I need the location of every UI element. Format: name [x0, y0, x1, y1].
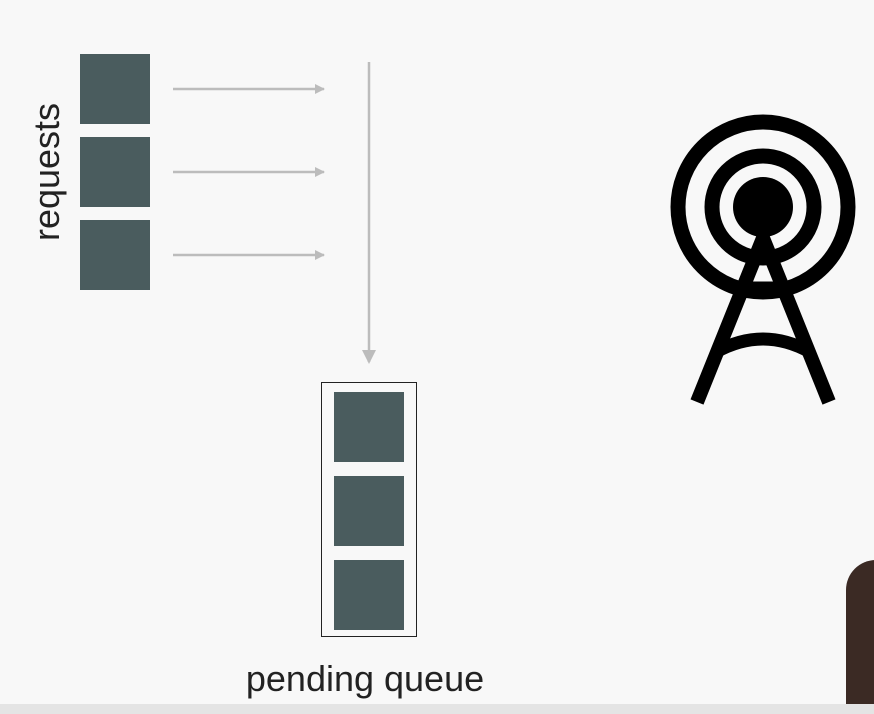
queue-block-1 — [334, 392, 404, 462]
pending-queue-label: pending queue — [245, 658, 485, 699]
presenter-edge — [846, 560, 874, 714]
queue-block-2 — [334, 476, 404, 546]
request-block-1 — [80, 54, 150, 124]
request-block-2 — [80, 137, 150, 207]
queue-block-3 — [334, 560, 404, 630]
bottom-strip — [0, 704, 874, 714]
radio-tower-icon — [670, 114, 856, 405]
request-block-3 — [80, 220, 150, 290]
